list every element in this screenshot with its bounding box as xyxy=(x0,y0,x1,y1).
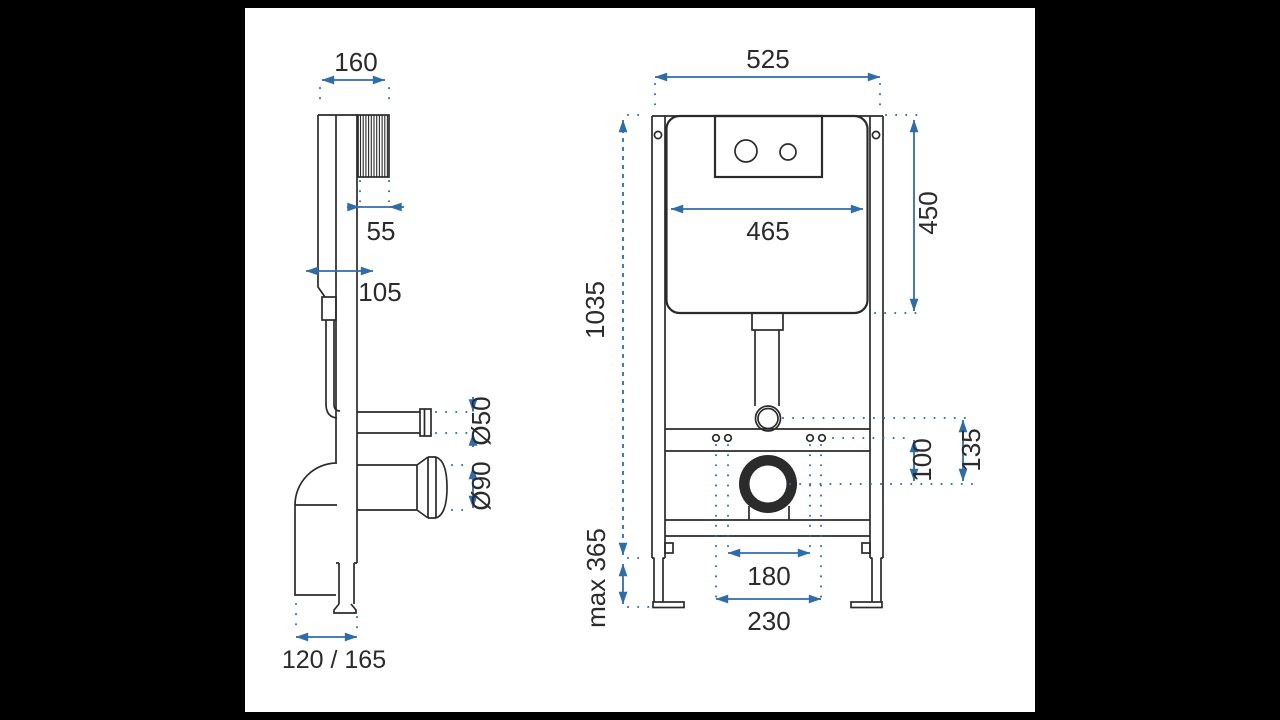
dim-label-55: 55 xyxy=(367,216,396,246)
dim-label-105: 105 xyxy=(358,277,401,307)
dim-label-465: 465 xyxy=(746,216,789,246)
foot-plate-right xyxy=(850,601,883,609)
leg-tab-left xyxy=(664,542,674,554)
side-wall-bracket-hatching xyxy=(359,115,388,177)
side-flush-valve-step xyxy=(321,296,337,321)
dim-label-d50: Ø50 xyxy=(466,396,496,445)
dim-ext-1035 xyxy=(627,114,649,559)
lower-crossbar xyxy=(665,519,870,537)
dim-label-525: 525 xyxy=(746,44,789,74)
dim-label-100: 100 xyxy=(907,438,937,481)
dim-label-120-165: 120 / 165 xyxy=(282,646,386,674)
side-flush-tube xyxy=(325,320,341,419)
side-waste-elbow xyxy=(294,462,338,596)
front-rail-hole-left xyxy=(653,130,663,140)
dim-ext-450 xyxy=(874,114,919,314)
front-legs xyxy=(653,558,882,602)
waste-outlet-supports xyxy=(748,506,790,520)
fixing-hole-2 xyxy=(723,433,733,443)
dim-label-1035: 1035 xyxy=(580,281,610,339)
fixing-hole-1 xyxy=(711,433,721,443)
dim-label-max365: max 365 xyxy=(581,528,611,628)
flush-plate-recess xyxy=(713,114,824,179)
front-left-rail xyxy=(651,116,666,559)
side-waste-pipe xyxy=(357,456,448,519)
dim-label-450: 450 xyxy=(913,191,943,234)
flush-button-large xyxy=(734,139,758,163)
dim-label-230: 230 xyxy=(747,606,790,636)
side-view-dimensions: 160 55 105 Ø50 Ø90 120 / 165 xyxy=(282,47,496,674)
flush-button-small xyxy=(779,143,797,161)
upper-crossbar xyxy=(665,428,870,452)
dim-label-135: 135 xyxy=(956,428,986,471)
leg-tab-right xyxy=(861,542,871,554)
front-rail-hole-right xyxy=(871,130,881,140)
front-right-rail xyxy=(869,116,884,559)
front-view xyxy=(651,114,884,609)
dim-ref-horizontals xyxy=(782,417,976,485)
dim-ext-160 xyxy=(319,87,390,109)
drawing-sheet xyxy=(245,8,1035,712)
fixing-hole-3 xyxy=(805,433,815,443)
flush-pipe xyxy=(754,330,780,406)
side-foot-plate xyxy=(333,603,357,614)
side-inlet-pipe xyxy=(357,409,426,436)
foot-plate-left xyxy=(652,601,685,609)
front-view-dimensions: 525 1035 max 365 450 465 100 135 180 230 xyxy=(580,44,986,636)
flush-pipe-connector xyxy=(751,312,784,331)
dim-label-180: 180 xyxy=(747,561,790,591)
dim-label-160: 160 xyxy=(334,47,377,77)
flush-bend-outer xyxy=(754,405,782,432)
side-leg xyxy=(336,562,357,604)
side-profile-outline xyxy=(317,114,358,563)
fixing-hole-4 xyxy=(817,433,827,443)
side-inlet-pipe-collar xyxy=(419,408,432,437)
waste-outlet-bore xyxy=(749,465,787,503)
side-view xyxy=(294,114,448,614)
dim-label-d90: Ø90 xyxy=(466,461,496,510)
